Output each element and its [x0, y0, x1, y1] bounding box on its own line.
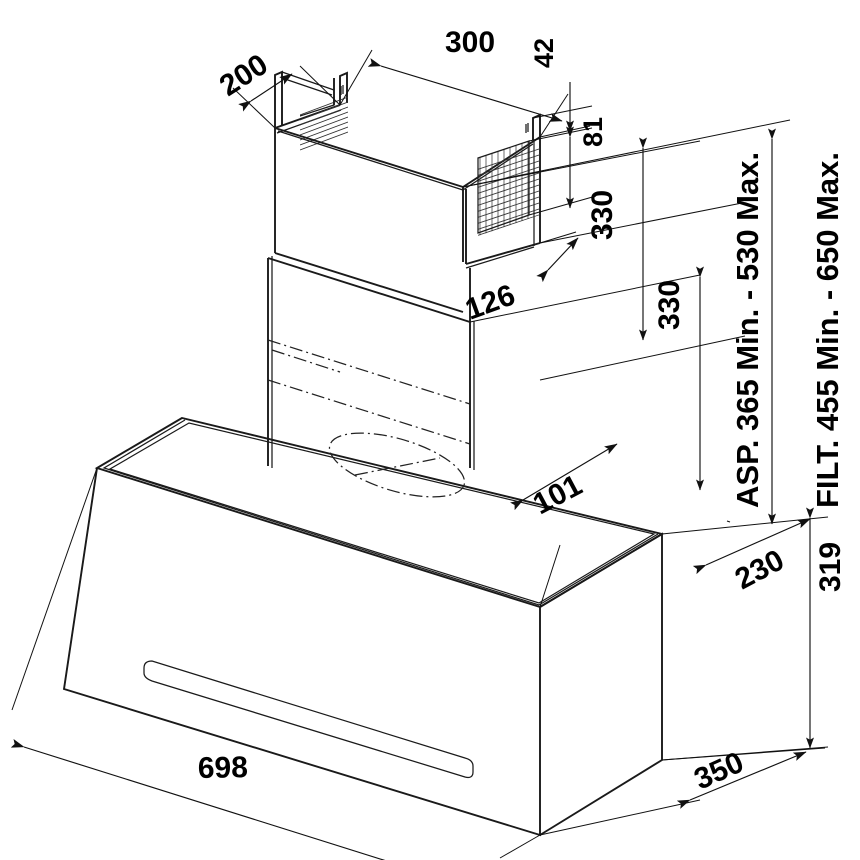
- dimension-319-label: 319: [814, 542, 847, 592]
- chimney-upper-section: [274, 70, 541, 313]
- filt-range-dimension: FILT. 455 Min. - 650 Max.: [810, 152, 845, 508]
- chimney-lower-section: [267, 256, 475, 470]
- asp-range-dimension: ASP. 365 Min. - 530 Max.: [462, 119, 791, 525]
- dimension-81-label: 81: [578, 117, 608, 147]
- dimension-300: 300: [339, 26, 569, 138]
- dimension-42: 42: [529, 38, 593, 138]
- duct-outlet-circle: [328, 432, 466, 498]
- handle-slot: [143, 660, 474, 779]
- dimension-200-label: 200: [214, 48, 274, 103]
- dimension-330-lower: 330: [539, 202, 746, 491]
- filt-range-label: FILT. 455 Min. - 650 Max.: [810, 152, 845, 508]
- canopy-body: [62, 416, 665, 837]
- dimension-101: 101: [510, 443, 618, 521]
- dimension-698: 698: [10, 467, 541, 860]
- dimension-42-label: 42: [529, 38, 559, 68]
- dimension-698-label: 698: [198, 751, 249, 785]
- asp-range-label: ASP. 365 Min. - 530 Max.: [730, 152, 765, 508]
- louvered-vent-grille: [478, 137, 540, 236]
- dimension-81: 81: [528, 117, 608, 216]
- dimension-300-label: 300: [445, 26, 495, 59]
- dimension-330-upper-label: 330: [586, 190, 619, 240]
- dimension-330-lower-label: 330: [653, 280, 686, 330]
- dimension-230-label: 230: [730, 544, 790, 597]
- dimension-350: 350: [539, 746, 826, 836]
- dimension-319: 319: [661, 507, 847, 761]
- dimension-126: 126: [461, 231, 579, 327]
- dimension-200: 200: [214, 48, 341, 129]
